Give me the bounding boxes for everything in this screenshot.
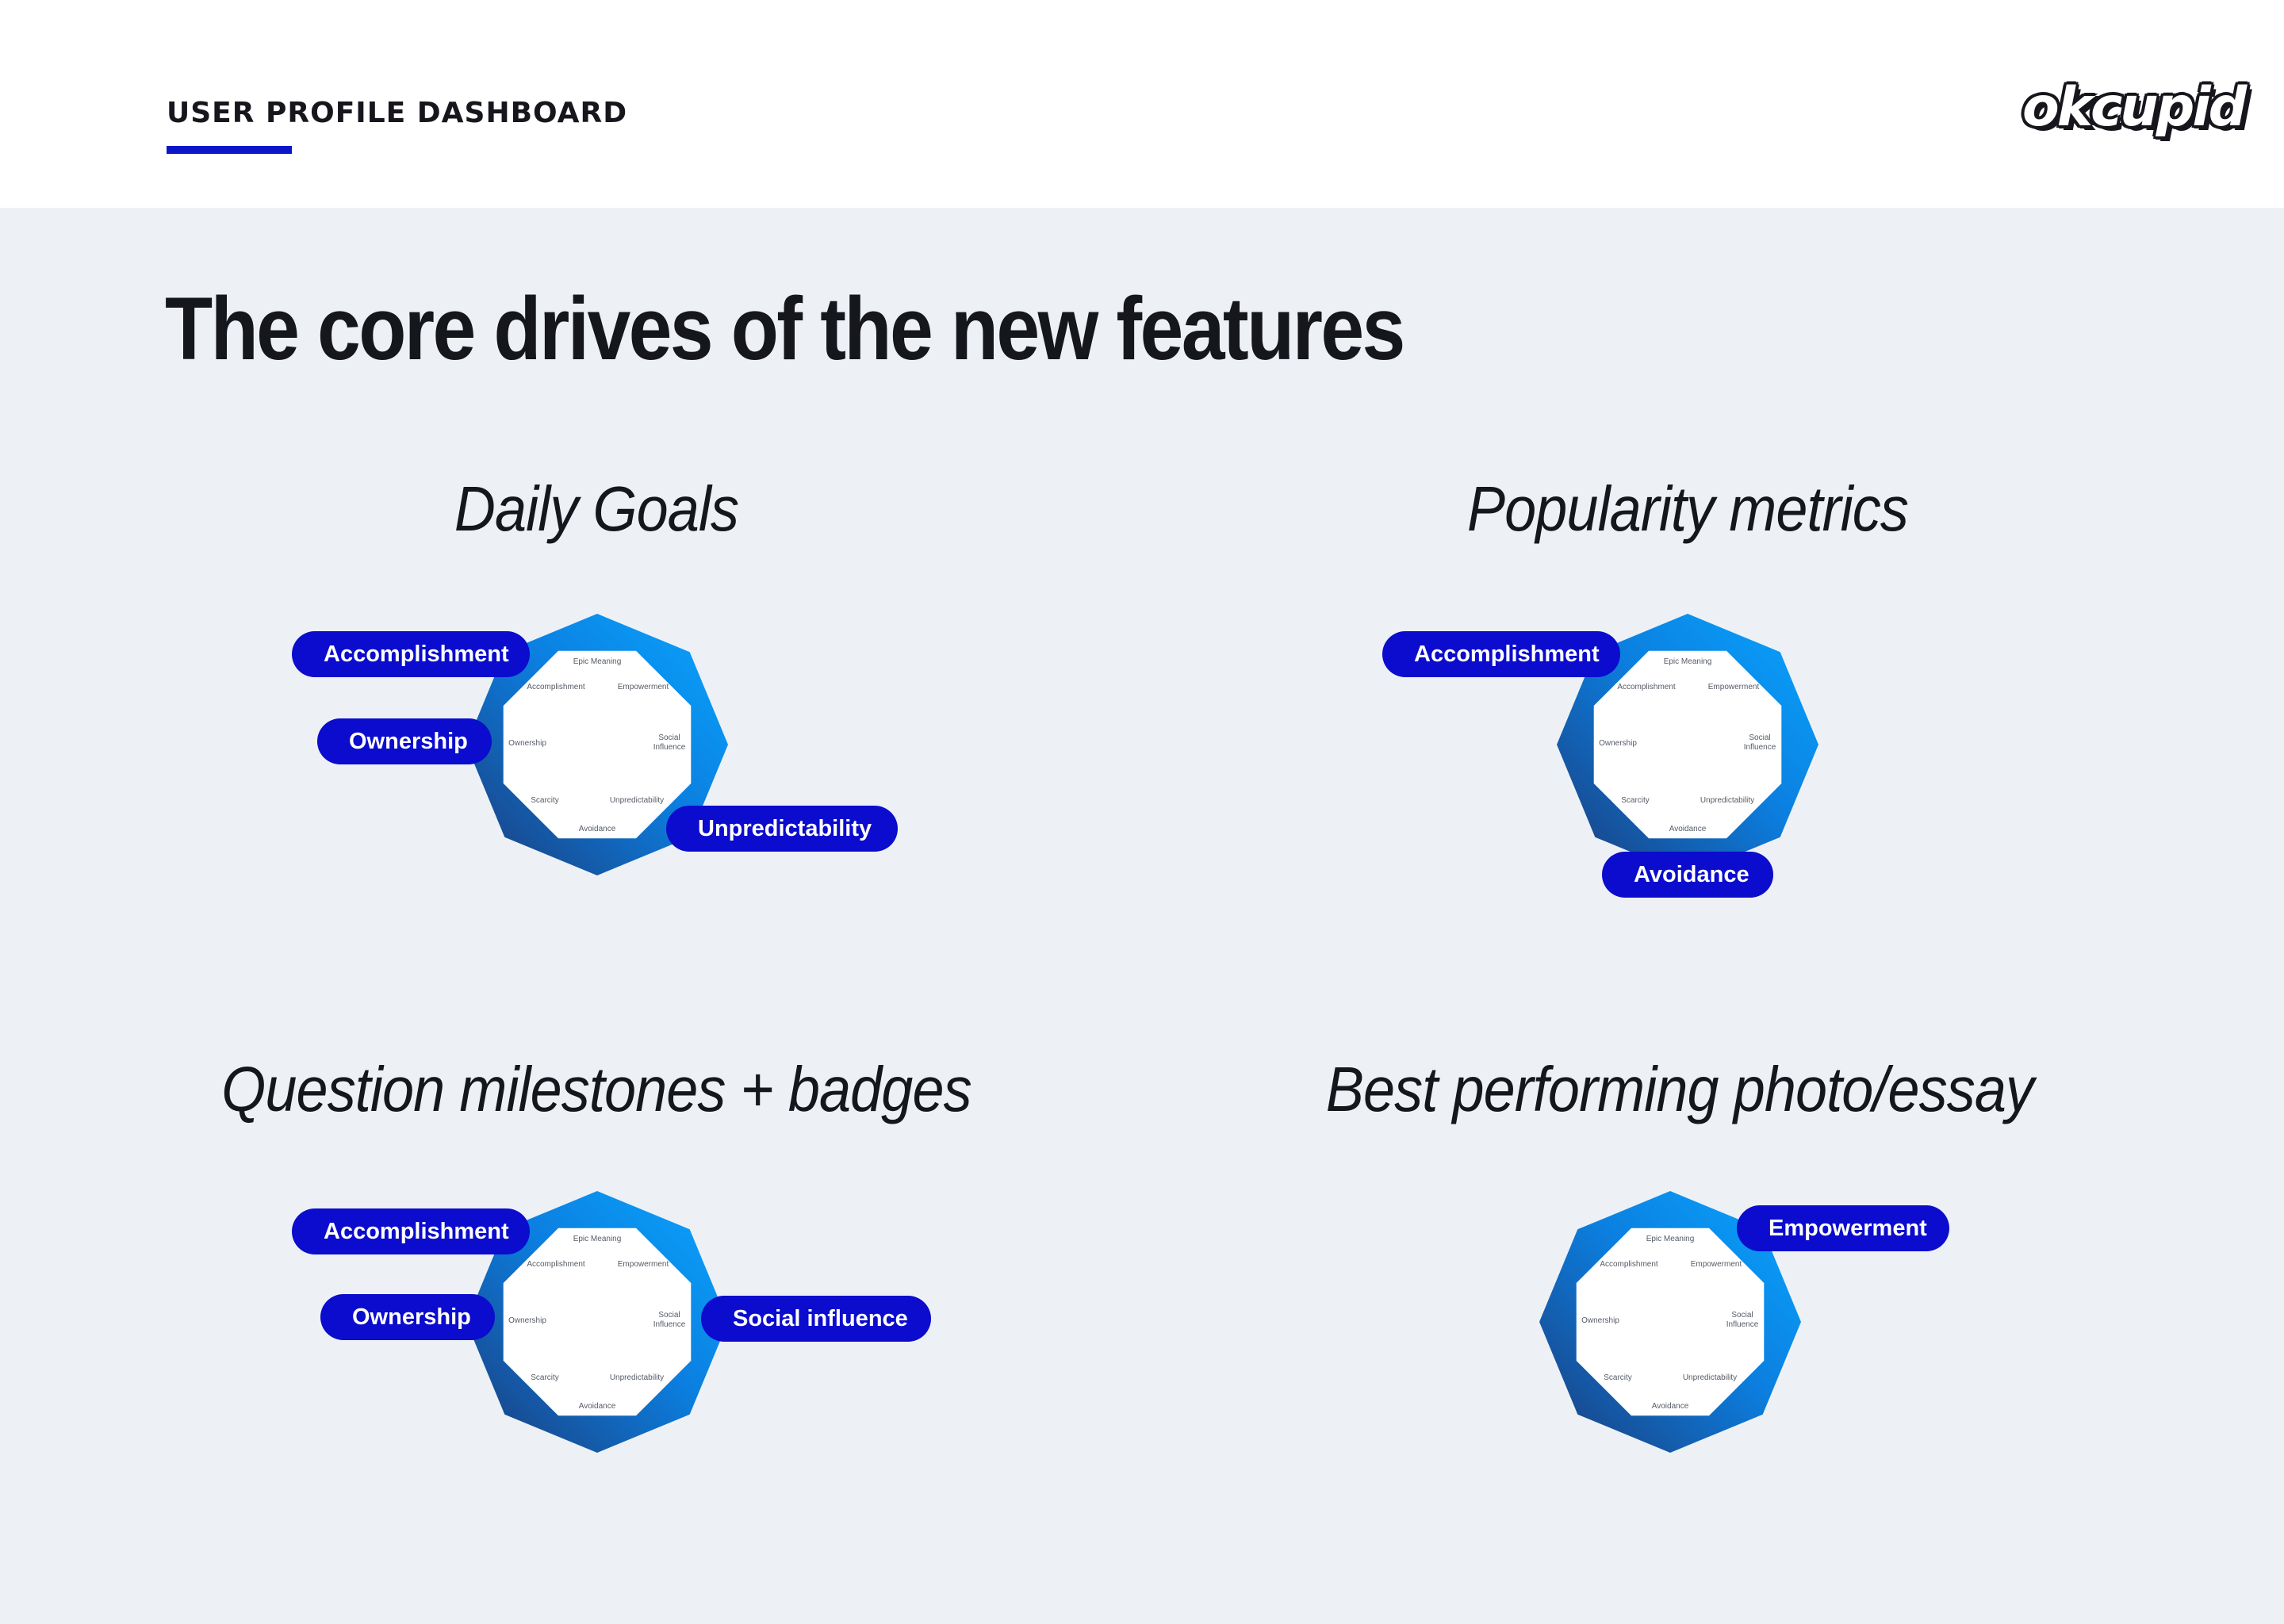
feature-title-daily-goals: Daily Goals: [454, 473, 739, 544]
wheel-label-ownership: Ownership: [1581, 1316, 1619, 1325]
wheel-label-unpredictability: Unpredictability: [1700, 796, 1754, 805]
wheel-label-epic-meaning: Epic Meaning: [1664, 657, 1712, 666]
wheel-label-avoidance: Avoidance: [1669, 825, 1707, 833]
wheel-label-unpredictability: Unpredictability: [610, 1373, 664, 1382]
wheel-label-epic-meaning: Epic Meaning: [1646, 1235, 1695, 1243]
drive-badge: Unpredictability: [666, 806, 898, 852]
drive-badge: Ownership: [320, 1294, 495, 1340]
feature-title-best-performing: Best performing photo/essay: [1325, 1054, 2034, 1124]
wheel-label-social: Social: [658, 1311, 680, 1320]
wheel-label-accomplishment: Accomplishment: [1600, 1260, 1658, 1269]
drive-badge: Ownership: [317, 718, 492, 764]
wheel-label-scarcity: Scarcity: [531, 1373, 559, 1382]
okcupid-logo: okcupid: [2022, 76, 2247, 139]
wheel-label-ownership: Ownership: [508, 1316, 546, 1325]
wheel-label-social: Social: [1731, 1311, 1753, 1320]
octagon-inner: [1593, 650, 1782, 839]
wheel-label-influence: Influence: [653, 743, 686, 752]
wheel-label-empowerment: Empowerment: [1708, 683, 1760, 691]
drive-badge: Accomplishment: [292, 631, 530, 677]
section-label: USER PROFILE DASHBOARD: [167, 97, 628, 129]
drive-badge: Accomplishment: [292, 1208, 530, 1254]
wheel-label-epic-meaning: Epic Meaning: [573, 1235, 622, 1243]
wheel-label-empowerment: Empowerment: [618, 1260, 669, 1269]
wheel-label-epic-meaning: Epic Meaning: [573, 657, 622, 666]
wheel-label-scarcity: Scarcity: [531, 796, 559, 805]
wheel-label-unpredictability: Unpredictability: [1683, 1373, 1737, 1382]
wheel-label-scarcity: Scarcity: [1604, 1373, 1632, 1382]
wheel-label-scarcity: Scarcity: [1621, 796, 1650, 805]
wheel-label-social: Social: [1749, 733, 1770, 742]
drive-badge: Accomplishment: [1382, 631, 1620, 677]
wheel-label-empowerment: Empowerment: [1691, 1260, 1742, 1269]
section-underline: [167, 146, 292, 154]
feature-title-popularity-metrics: Popularity metrics: [1467, 473, 1909, 544]
drive-badge: Avoidance: [1602, 852, 1773, 898]
wheel-label-ownership: Ownership: [508, 739, 546, 748]
wheel-label-influence: Influence: [1744, 743, 1776, 752]
feature-title-question-milestones: Question milestones + badges: [221, 1054, 971, 1124]
wheel-label-accomplishment: Accomplishment: [527, 1260, 585, 1269]
wheel-label-influence: Influence: [1726, 1320, 1759, 1329]
wheel-label-accomplishment: Accomplishment: [1617, 683, 1676, 691]
page-title: The core drives of the new features: [165, 279, 1405, 378]
drive-badge: Social influence: [701, 1296, 931, 1342]
octagon-inner: [503, 650, 692, 839]
wheel-label-avoidance: Avoidance: [579, 825, 616, 833]
wheel-label-influence: Influence: [653, 1320, 686, 1329]
wheel-label-social: Social: [658, 733, 680, 742]
wheel-label-avoidance: Avoidance: [1652, 1402, 1689, 1411]
octagon-inner: [1576, 1228, 1765, 1416]
drive-badge: Empowerment: [1737, 1205, 1949, 1251]
wheel-label-accomplishment: Accomplishment: [527, 683, 585, 691]
header-bar: USER PROFILE DASHBOARD okcupid: [0, 0, 2284, 208]
wheel-label-avoidance: Avoidance: [579, 1402, 616, 1411]
octagon-inner: [503, 1228, 692, 1416]
wheel-label-unpredictability: Unpredictability: [610, 796, 664, 805]
wheel-label-ownership: Ownership: [1599, 739, 1637, 748]
wheel-label-empowerment: Empowerment: [618, 683, 669, 691]
